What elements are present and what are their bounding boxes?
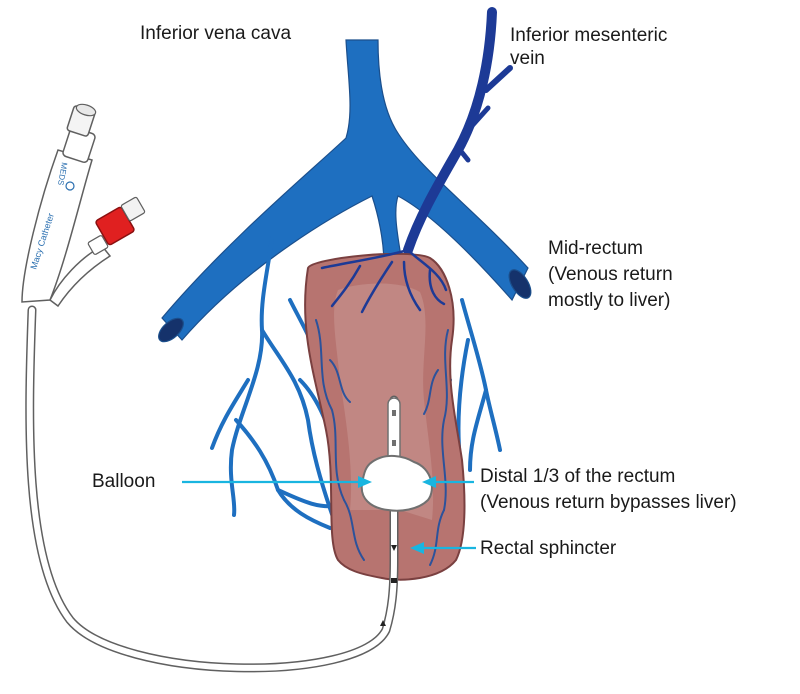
label-line: Distal 1/3 of the rectum xyxy=(480,466,676,487)
label-line: (Venous return xyxy=(548,264,673,285)
label-line: Mid-rectum xyxy=(548,238,644,259)
pointer-arrows xyxy=(182,476,476,554)
inferior-mesenteric-vein xyxy=(403,7,513,255)
right-iliac-vein-opening xyxy=(508,269,532,299)
brand-logo-text: MEDS xyxy=(56,162,69,186)
label-line: Inferior mesenteric xyxy=(510,25,668,46)
label-balloon: Balloon xyxy=(92,471,156,492)
catheter-marker xyxy=(380,620,386,626)
mesenteric-branches xyxy=(320,248,448,314)
label-distal-rectum: Distal 1/3 of the rectum (Venous return … xyxy=(480,464,737,516)
catheter-marker xyxy=(391,578,397,583)
label-line: vein xyxy=(510,48,545,69)
catheter-tube xyxy=(25,305,399,673)
label-line: (Venous return bypasses liver) xyxy=(480,492,737,513)
left-iliac-vein-opening xyxy=(158,317,184,343)
label-mid-rectum: Mid-rectum (Venous return mostly to live… xyxy=(548,236,673,314)
label-inferior-mesenteric-vein: Inferior mesenteric vein xyxy=(510,24,667,70)
catheter-marker xyxy=(391,545,397,551)
catheter-hub: MEDS Macy Catheter xyxy=(21,103,146,308)
label-line: mostly to liver) xyxy=(548,290,671,311)
label-rectal-sphincter: Rectal sphincter xyxy=(480,538,617,559)
brand-logo-icon xyxy=(65,181,75,191)
label-inferior-vena-cava: Inferior vena cava xyxy=(140,23,292,44)
